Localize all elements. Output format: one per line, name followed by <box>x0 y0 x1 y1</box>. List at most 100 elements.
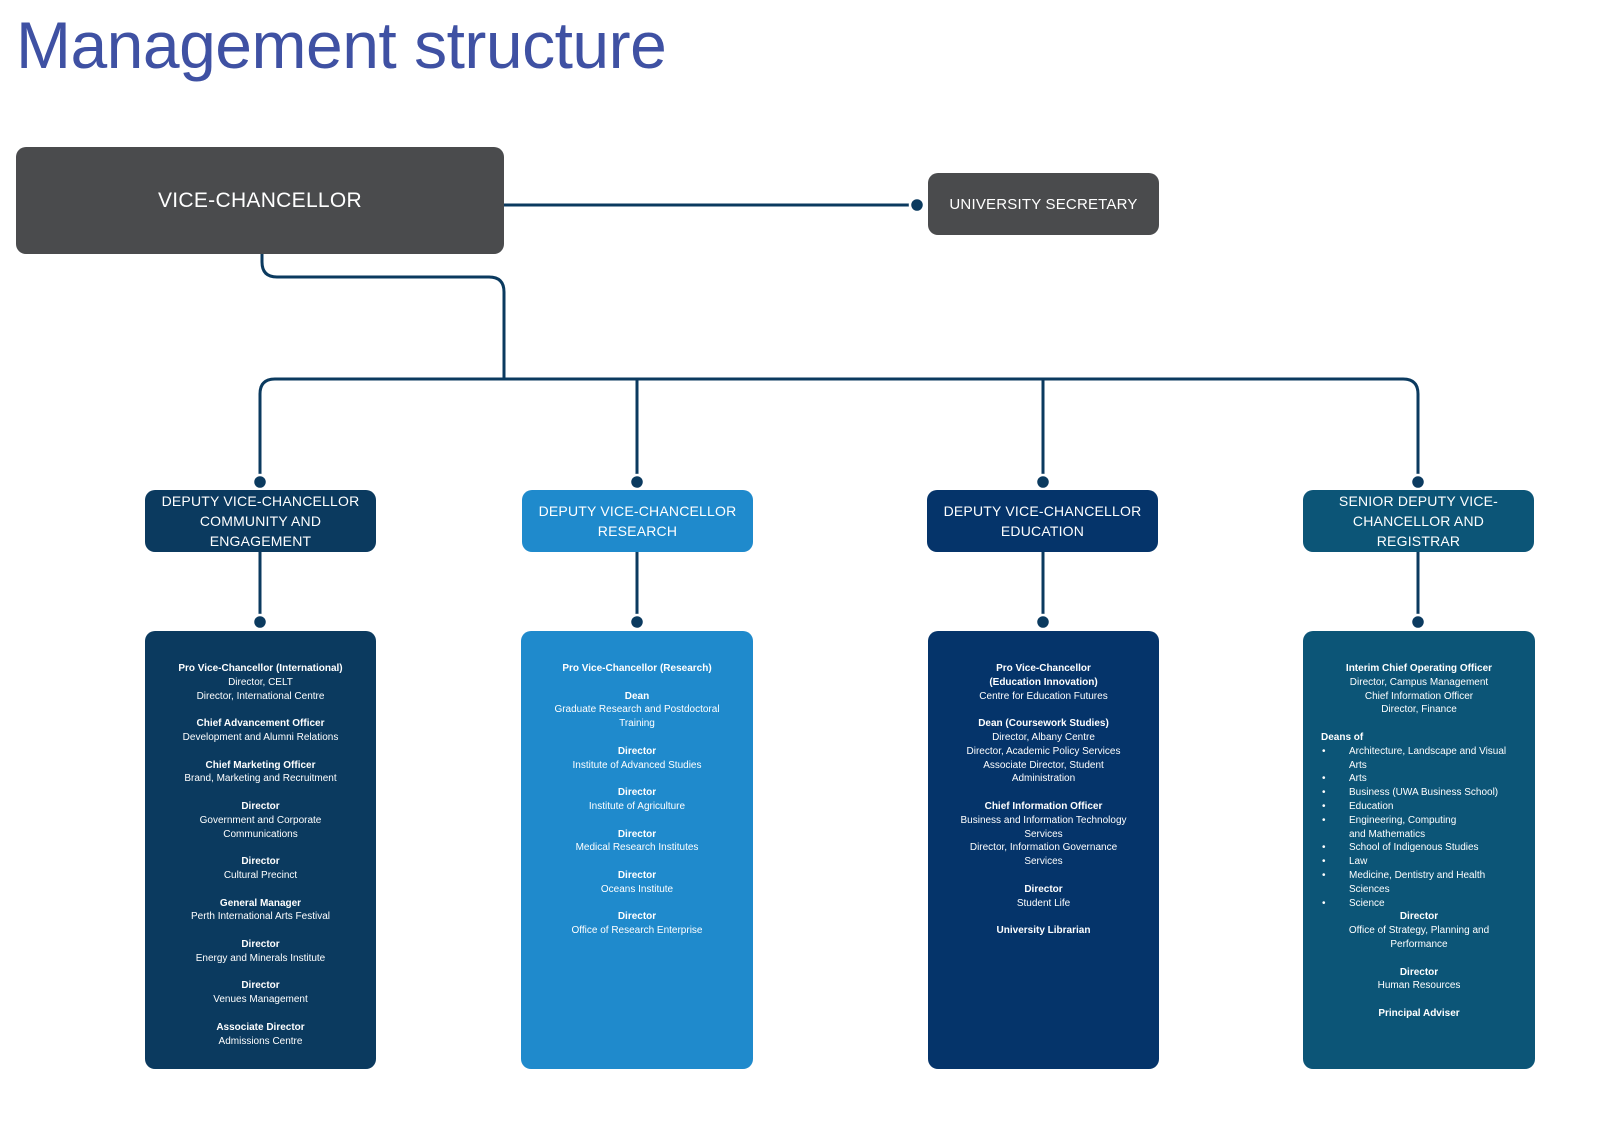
connector-node <box>628 613 646 631</box>
role-detail: Institute of Agriculture <box>588 800 686 812</box>
role-detail: Brand, Marketing and Recruitment <box>184 773 337 785</box>
university-secretary-box: UNIVERSITY SECRETARY <box>928 173 1159 235</box>
role-title: Principal Adviser <box>1378 1007 1460 1019</box>
connector-to-community <box>258 377 276 482</box>
role-detail: Admissions Centre <box>218 1035 303 1047</box>
deans-list-item: Science <box>1315 897 1523 911</box>
dean-line: Arts <box>1349 773 1367 785</box>
role-detail: Business and Information Technology <box>960 814 1127 826</box>
role-title: Chief Marketing Officer <box>205 759 316 771</box>
role-detail: Chief Information Officer <box>1364 690 1474 702</box>
dean-line: Business (UWA Business School) <box>1349 787 1499 799</box>
role-detail: Centre for Education Futures <box>979 690 1108 702</box>
heading-line: CHANCELLOR AND REGISTRAR <box>1352 513 1485 549</box>
role-title: Director <box>617 745 657 757</box>
role-detail: Student Life <box>1016 897 1071 909</box>
connector-to-registrar <box>1402 377 1420 482</box>
role-detail: Graduate Research and Postdoctoral <box>554 704 720 716</box>
deans-list-item: Engineering, Computing and Mathematics <box>1315 814 1523 842</box>
role-detail: Venues Management <box>213 994 308 1006</box>
role-title: Director <box>1399 911 1439 923</box>
deans-list-item: Education <box>1315 800 1523 814</box>
role-title: Director <box>241 938 280 950</box>
role-title: Pro Vice-Chancellor (International) <box>178 663 343 674</box>
role-detail: Human Resources <box>1377 980 1461 992</box>
role-entry: Principal Adviser <box>1315 1007 1523 1021</box>
dean-line: Architecture, Landscape and Visual <box>1349 745 1507 757</box>
role-detail: Training <box>619 718 655 730</box>
role-title: Director <box>617 869 657 881</box>
role-detail: Medical Research Institutes <box>575 842 699 854</box>
role-title: University Librarian <box>996 925 1091 937</box>
role-title: Associate Director <box>216 1021 305 1033</box>
dean-line: Science <box>1349 897 1385 909</box>
role-title: Director <box>241 800 280 812</box>
dean-line: Education <box>1349 800 1394 812</box>
deans-list-item: Arts <box>1315 772 1523 786</box>
connector-node <box>908 196 926 214</box>
deans-list-item: Law <box>1315 855 1523 869</box>
role-detail: Oceans Institute <box>600 883 674 895</box>
role-title: (Education Innovation) <box>989 676 1098 688</box>
role-title: Interim Chief Operating Officer <box>1345 663 1493 674</box>
heading-line: DEPUTY VICE-CHANCELLOR <box>943 503 1142 519</box>
role-title: Chief Advancement Officer <box>196 718 325 730</box>
heading-line: SENIOR DEPUTY VICE- <box>1338 493 1499 509</box>
deans-list-item: Business (UWA Business School) <box>1315 786 1523 800</box>
education-panel: Pro Vice-Chancellor (Education Innovation… <box>928 631 1159 1069</box>
heading-line: EDUCATION <box>1000 523 1085 539</box>
role-title: Chief Information Officer <box>984 800 1103 812</box>
dean-line: Medicine, Dentistry and Health <box>1349 869 1486 881</box>
dean-line: Arts <box>1349 759 1367 771</box>
dean-line: Sciences <box>1349 883 1390 895</box>
heading-line: DEPUTY VICE-CHANCELLOR <box>538 503 737 519</box>
role-detail: Associate Director, Student <box>983 759 1104 771</box>
role-entry: Pro Vice-Chancellor (Education Innovation… <box>940 662 1147 703</box>
role-title: Dean <box>624 690 650 702</box>
community-engagement-panel: Pro Vice-Chancellor (International) Direc… <box>145 631 376 1069</box>
role-detail: Office of Strategy, Planning and <box>1348 925 1490 937</box>
dean-line: School of Indigenous Studies <box>1349 842 1479 854</box>
vice-chancellor-label: VICE-CHANCELLOR <box>157 188 363 212</box>
heading-line: RESEARCH <box>597 523 678 539</box>
role-detail: Director, International Centre <box>196 690 325 702</box>
role-detail: Communications <box>223 828 298 840</box>
role-title: Director <box>1024 883 1063 895</box>
role-title: Director <box>241 856 280 868</box>
connector-node <box>1409 613 1427 631</box>
role-detail: Services <box>1024 856 1063 868</box>
role-title: Director <box>241 980 280 992</box>
dean-line: Engineering, Computing <box>1349 814 1457 826</box>
connector-node <box>628 473 646 491</box>
role-title: Director <box>617 911 657 923</box>
dean-line: and Mathematics <box>1349 828 1426 840</box>
connector-node <box>1409 473 1427 491</box>
role-entry: University Librarian <box>940 924 1147 938</box>
role-detail: Development and Alumni Relations <box>182 731 339 743</box>
dvc-education-box: DEPUTY VICE-CHANCELLOR EDUCATION <box>927 490 1158 552</box>
role-title: Dean (Coursework Studies) <box>978 718 1109 730</box>
role-title: Pro Vice-Chancellor <box>996 663 1091 674</box>
role-detail: Director, Finance <box>1381 704 1457 716</box>
role-detail: Energy and Minerals Institute <box>195 952 326 964</box>
dean-line: Law <box>1349 856 1368 868</box>
